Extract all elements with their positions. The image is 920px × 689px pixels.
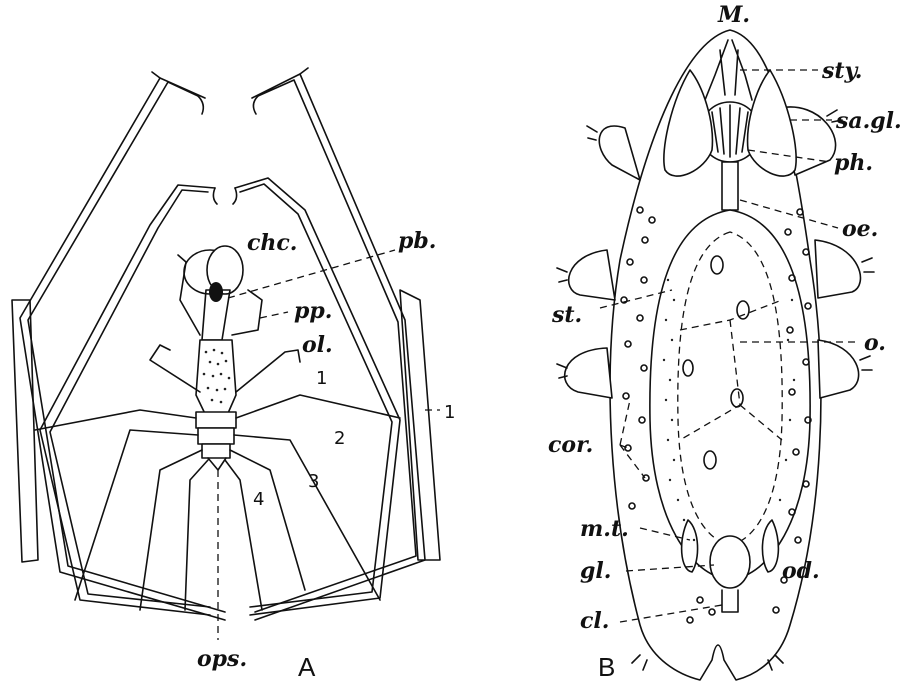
leader-pb xyxy=(228,250,395,298)
label-leg-3: 3 xyxy=(308,471,319,492)
body-segment-3 xyxy=(202,444,230,458)
label-leg-1-inner: 1 xyxy=(316,368,327,389)
body-segment-1 xyxy=(196,412,236,428)
label-od: od. xyxy=(782,558,820,584)
leg-4-right xyxy=(225,460,262,610)
leg-b-lower-left xyxy=(565,348,612,398)
proboscis-tip xyxy=(209,282,223,302)
claw-right-mid xyxy=(233,188,237,204)
label-M: M. xyxy=(717,2,750,28)
trunk xyxy=(196,340,236,420)
label-chc: chc. xyxy=(247,230,297,256)
leg-b-lower-right xyxy=(818,340,859,398)
figure-a-sea-spider xyxy=(12,68,440,640)
panel-label-a: A xyxy=(298,652,316,682)
label-cl: cl. xyxy=(580,608,609,634)
leg-4-left xyxy=(185,460,208,610)
leg-b-mid-right xyxy=(815,240,860,298)
leg-1-left-outer xyxy=(20,78,225,620)
label-leg-2: 2 xyxy=(334,428,345,449)
leg-b-mid-left xyxy=(569,250,615,300)
leg-1-right-outer xyxy=(252,74,425,620)
label-ph: ph. xyxy=(834,150,873,176)
leg-3-left xyxy=(140,450,202,610)
leader-pp xyxy=(260,312,288,318)
leg-2-left xyxy=(75,430,198,600)
label-sty: sty. xyxy=(821,58,862,84)
oviger-left xyxy=(150,345,200,392)
label-st: st. xyxy=(551,302,582,328)
label-sagl: sa.gl. xyxy=(835,108,902,134)
gland xyxy=(710,536,750,588)
oviger-right xyxy=(236,350,300,392)
leg-1-left-tarsus xyxy=(12,300,38,562)
body-segment-2 xyxy=(198,428,234,444)
label-pb: pb. xyxy=(398,228,436,254)
label-oe: oe. xyxy=(842,216,878,242)
leg-3-right xyxy=(230,450,305,590)
claw-left-mid xyxy=(213,188,217,204)
leg-1-inner-right xyxy=(236,395,400,418)
label-leg-4: 4 xyxy=(253,489,264,510)
label-pp: pp. xyxy=(294,298,332,324)
abdomen xyxy=(208,458,226,470)
label-mt: m.t. xyxy=(580,516,629,542)
label-ops: ops. xyxy=(197,646,247,672)
label-ol: ol. xyxy=(302,332,333,358)
oesophagus xyxy=(722,162,738,210)
palp-right xyxy=(232,290,262,335)
label-leg-1-outer: 1 xyxy=(444,402,455,423)
stomach xyxy=(650,210,810,580)
label-o: o. xyxy=(864,330,886,356)
leg-b-upper-left xyxy=(599,126,640,180)
panel-label-b: B xyxy=(598,652,615,682)
leg-1-inner-left xyxy=(35,410,196,430)
label-gl: gl. xyxy=(580,558,611,584)
label-cor: cor. xyxy=(548,432,593,458)
